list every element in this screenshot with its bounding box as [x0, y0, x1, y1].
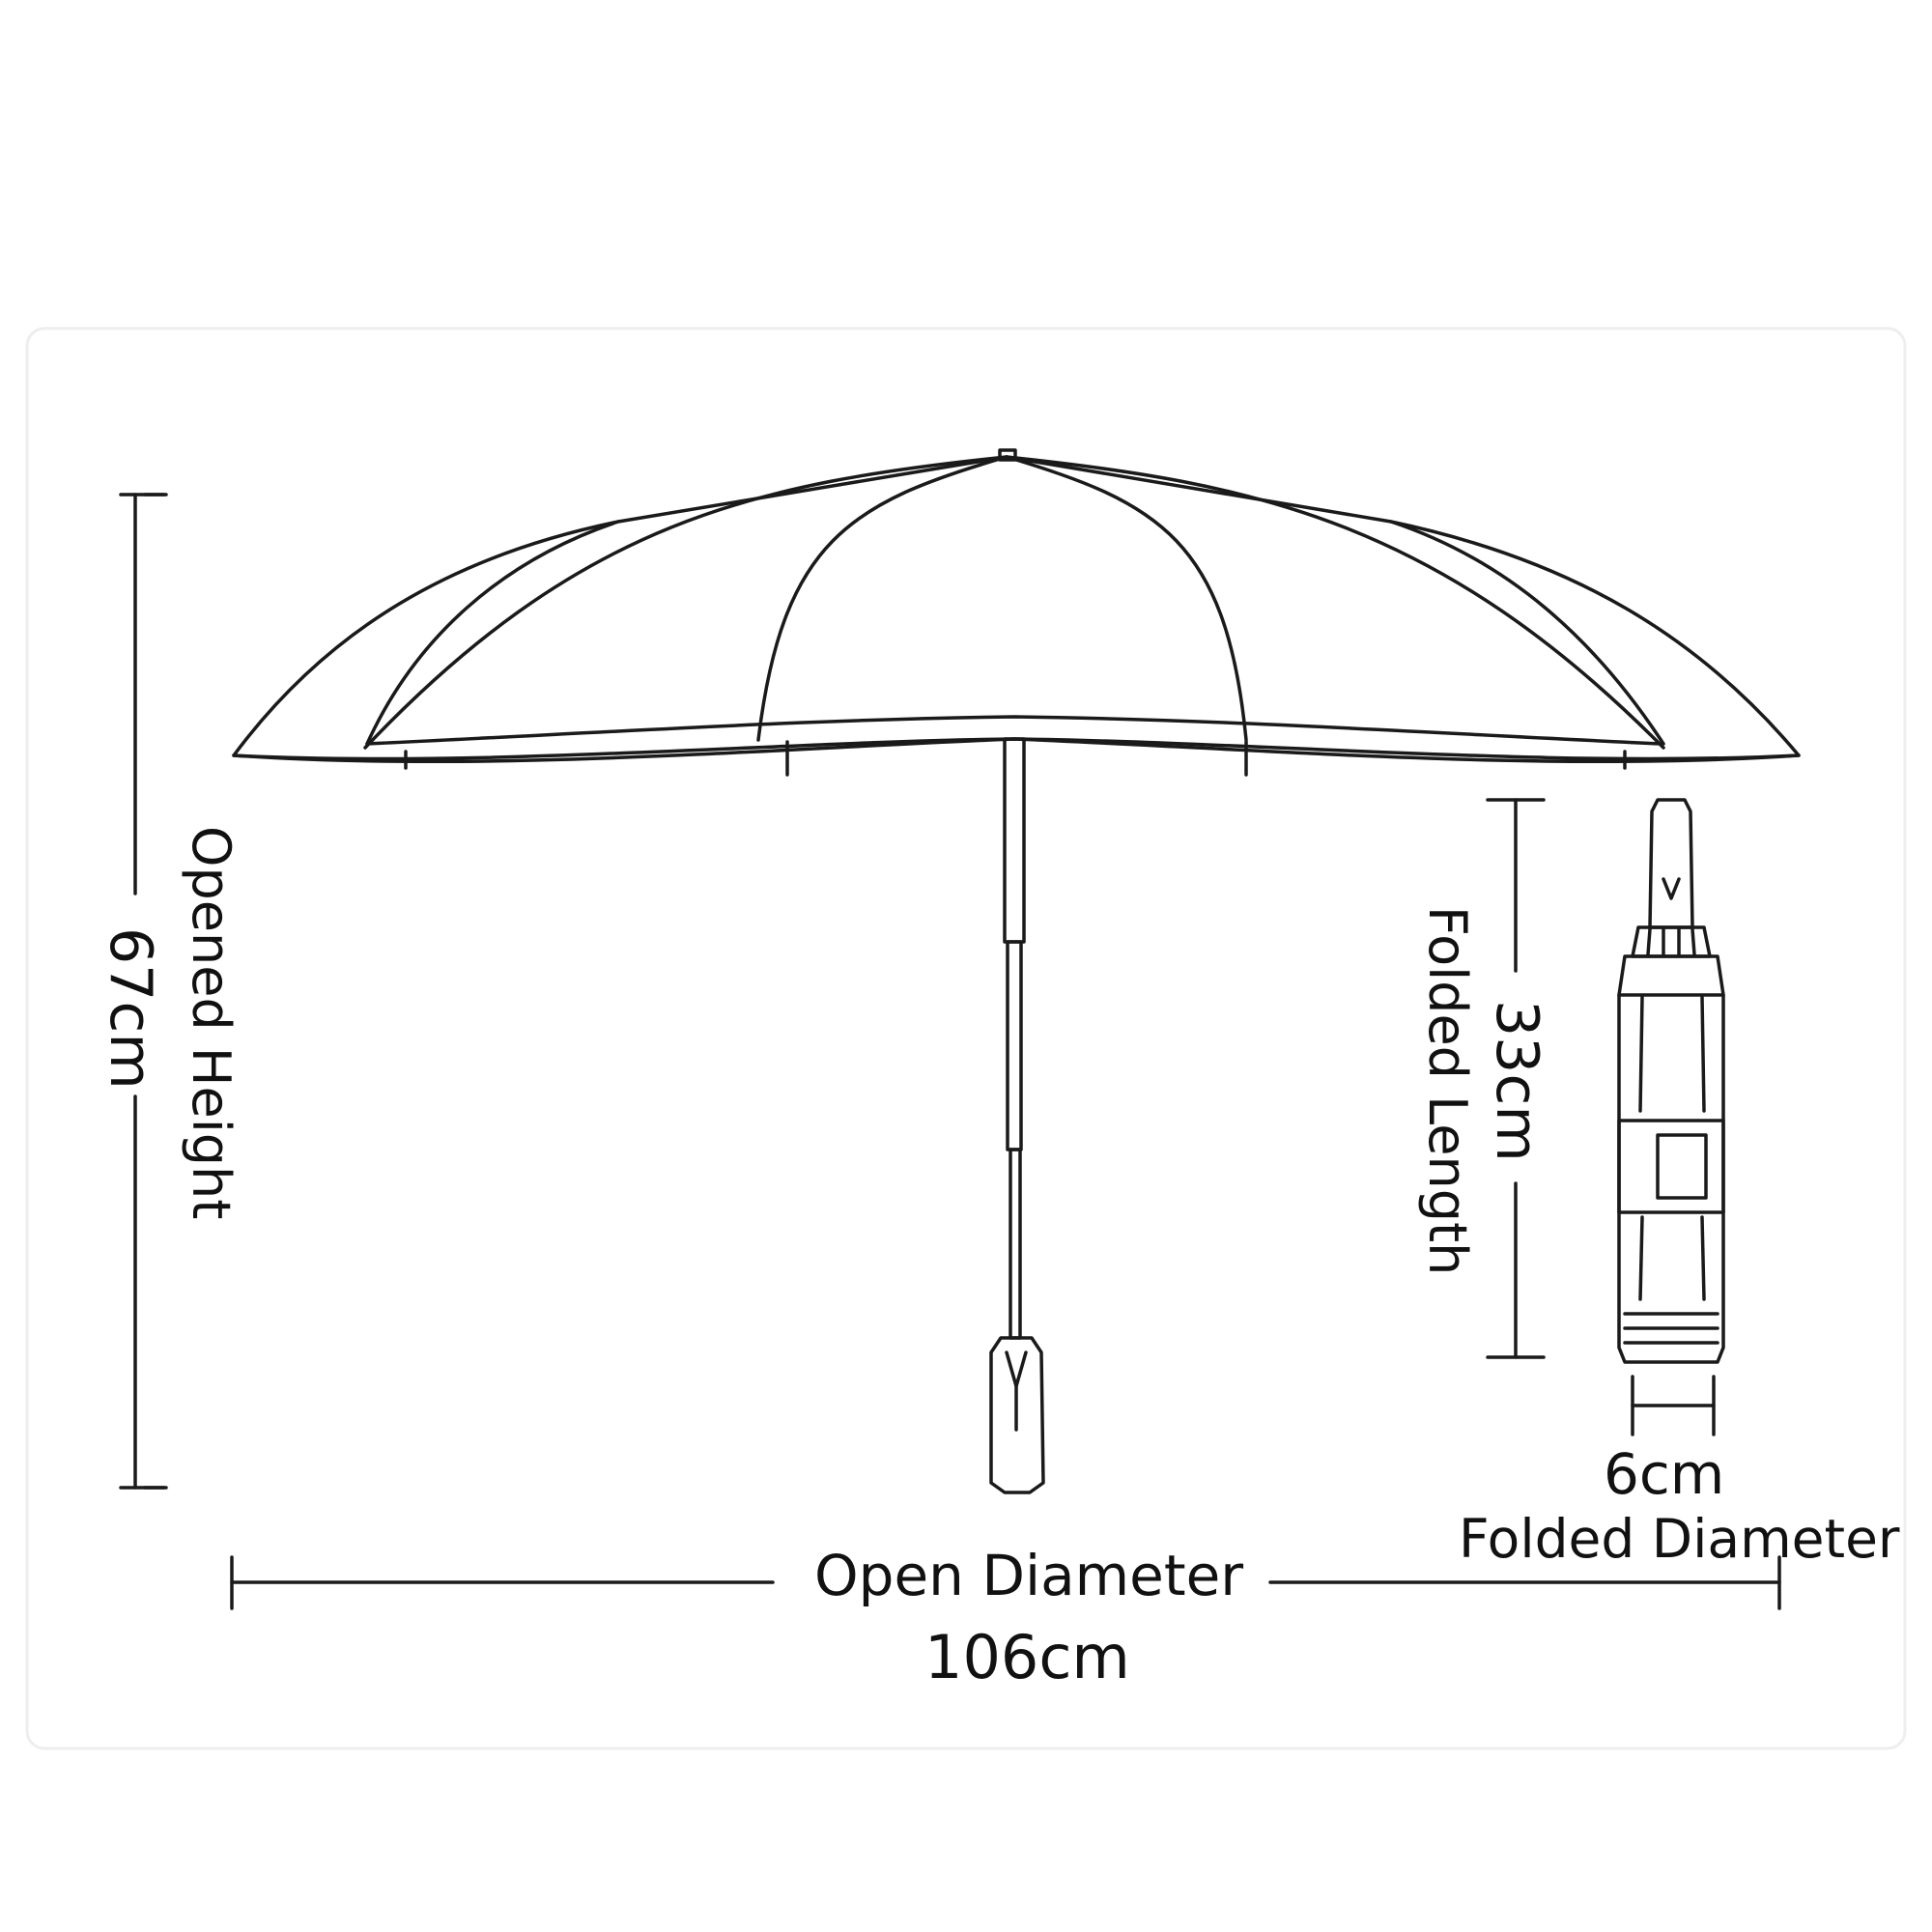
shaft-upper — [1003, 737, 1026, 944]
dim-open-diameter — [230, 1555, 1781, 1610]
open-diameter-label: Open Diameter — [814, 1543, 1244, 1608]
rib-6 — [1389, 520, 1665, 746]
rib-4 — [1005, 455, 1665, 750]
umbrella-canopy — [232, 448, 1801, 777]
opened-height-value: 67cm — [97, 927, 164, 1090]
folded-body — [1617, 954, 1725, 1364]
folded-strap-clip — [1656, 1133, 1708, 1200]
umbrella-handle — [989, 1336, 1045, 1494]
rib-2 — [1005, 455, 1248, 742]
folded-strap — [1617, 1119, 1725, 1214]
shaft-lower — [1009, 1148, 1022, 1340]
folded-body-line-2 — [1638, 995, 1644, 1113]
umbrella-shaft — [1003, 737, 1026, 1340]
folded-handle-button — [1662, 877, 1681, 900]
rib-5 — [365, 520, 620, 746]
open-diameter-value: 106cm — [924, 1622, 1130, 1692]
folded-top-cap — [1631, 925, 1712, 958]
handle-outline — [989, 1336, 1045, 1494]
canopy-inner-rim — [365, 715, 1663, 746]
handle-button — [1005, 1350, 1028, 1388]
folded-umbrella — [1617, 798, 1725, 1364]
canopy-rim — [232, 737, 1801, 761]
background-frame — [25, 327, 1907, 1750]
folded-diameter-value: 6cm — [1604, 1441, 1725, 1507]
canopy-outline — [232, 455, 1801, 764]
dim-opened-height — [119, 493, 168, 1490]
folded-length-value: 33cm — [1483, 1000, 1550, 1162]
shaft-middle — [1006, 940, 1023, 1151]
rib-3 — [363, 455, 1009, 750]
dim-folded-length — [1486, 798, 1546, 1359]
folded-cap-ridge-4 — [1690, 927, 1696, 956]
dim-folded-diameter — [1631, 1375, 1716, 1436]
folded-body-line-5 — [1700, 1215, 1706, 1301]
canopy-top-cap — [998, 448, 1017, 462]
folded-body-line-3 — [1700, 995, 1706, 1113]
folded-handle — [1648, 798, 1694, 929]
folded-length-label: Folded Length — [1417, 906, 1478, 1276]
folded-cap-ridge-1 — [1646, 927, 1652, 956]
folded-diameter-label: Folded Diameter — [1459, 1508, 1900, 1570]
opened-height-label: Opened Height — [181, 826, 242, 1220]
rib-1 — [756, 455, 1009, 742]
folded-body-line-4 — [1638, 1215, 1644, 1301]
